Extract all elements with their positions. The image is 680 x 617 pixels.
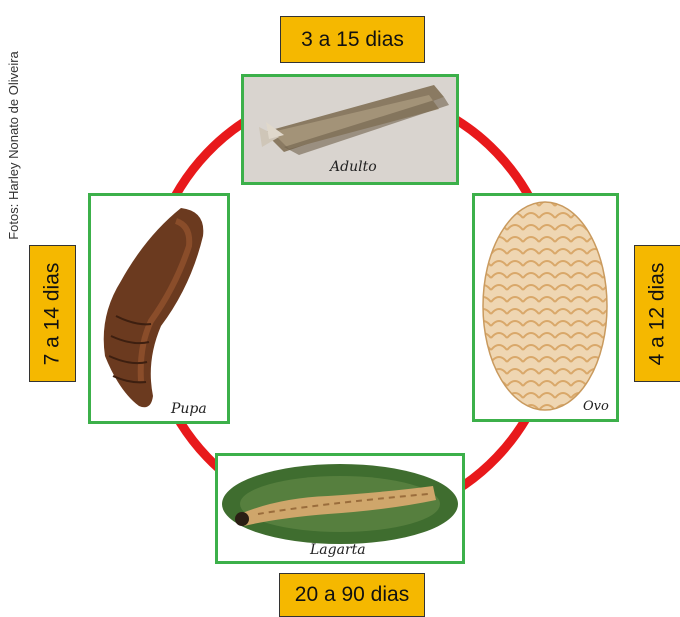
duration-egg: 4 a 12 dias: [634, 245, 680, 382]
stage-card-adult: Adulto: [241, 74, 459, 185]
duration-larva-text: 20 a 90 dias: [295, 583, 409, 607]
stage-label-pupa: Pupa: [171, 401, 207, 417]
stage-label-larva: Lagarta: [310, 542, 366, 558]
stage-card-egg: Ovo: [472, 193, 619, 422]
stage-label-egg: Ovo: [583, 399, 609, 414]
duration-larva: 20 a 90 dias: [279, 573, 425, 617]
duration-adult-text: 3 a 15 dias: [301, 28, 404, 52]
duration-adult: 3 a 15 dias: [280, 16, 425, 63]
stage-label-adult: Adulto: [330, 159, 377, 175]
duration-egg-text: 4 a 12 dias: [646, 262, 670, 365]
duration-pupa-text: 7 a 14 dias: [41, 262, 65, 365]
stage-card-pupa: Pupa: [88, 193, 230, 424]
egg-image: [475, 196, 616, 419]
pupa-image: [91, 196, 227, 421]
duration-pupa: 7 a 14 dias: [29, 245, 76, 382]
stage-card-larva: Lagarta: [215, 453, 465, 564]
